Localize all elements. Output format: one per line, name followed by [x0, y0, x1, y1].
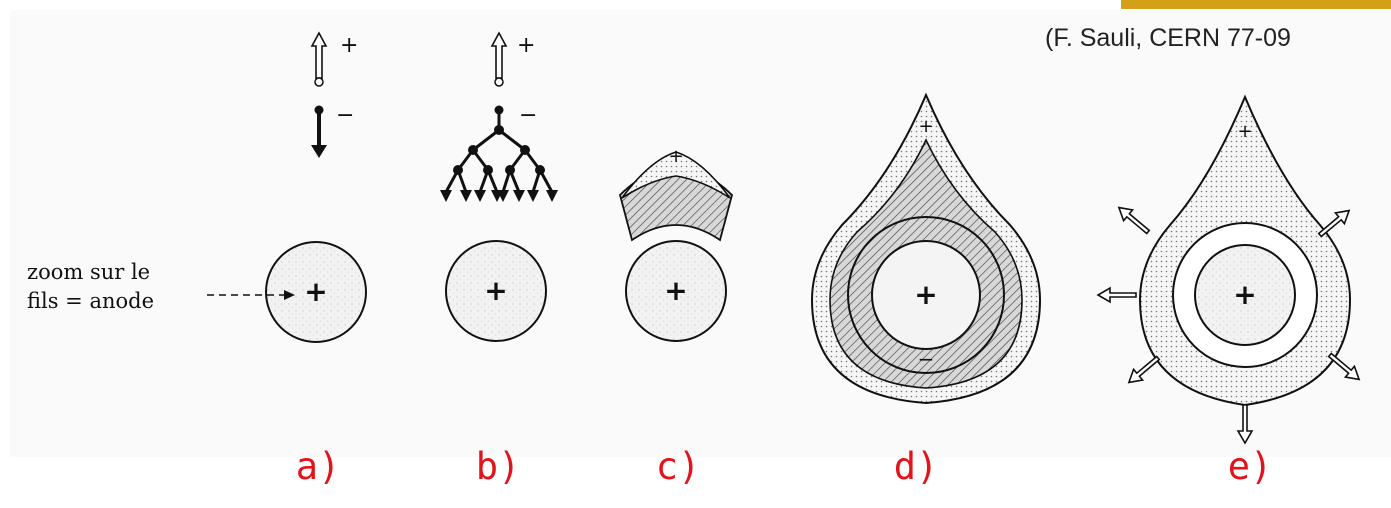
minus-sign: −	[336, 103, 354, 128]
source-credit: (F. Sauli, CERN 77-09	[1045, 24, 1291, 53]
anode-plus: +	[1233, 278, 1256, 311]
minus-sign: −	[918, 347, 935, 371]
anode-plus: +	[914, 278, 937, 311]
zoom-annotation: zoom sur le fils = anode	[27, 258, 154, 316]
anode-plus: +	[484, 274, 507, 307]
panel-label-a: a)	[296, 445, 341, 488]
panel-label-d: d)	[894, 445, 939, 488]
plus-sign: +	[1237, 121, 1252, 142]
zoom-annotation-line-1: zoom sur le	[27, 258, 154, 287]
plus-sign: +	[918, 116, 933, 137]
zoom-annotation-line-2: fils = anode	[27, 287, 154, 316]
panel-label-c: c)	[656, 445, 701, 488]
plus-sign: +	[340, 33, 358, 58]
anode-plus: +	[664, 274, 687, 307]
plus-sign: +	[517, 33, 535, 58]
minus-sign: −	[519, 103, 537, 128]
panel-label-e: e)	[1228, 445, 1273, 488]
panel-label-b: b)	[476, 445, 521, 488]
plus-sign: +	[668, 146, 683, 167]
anode-plus: +	[304, 275, 327, 308]
